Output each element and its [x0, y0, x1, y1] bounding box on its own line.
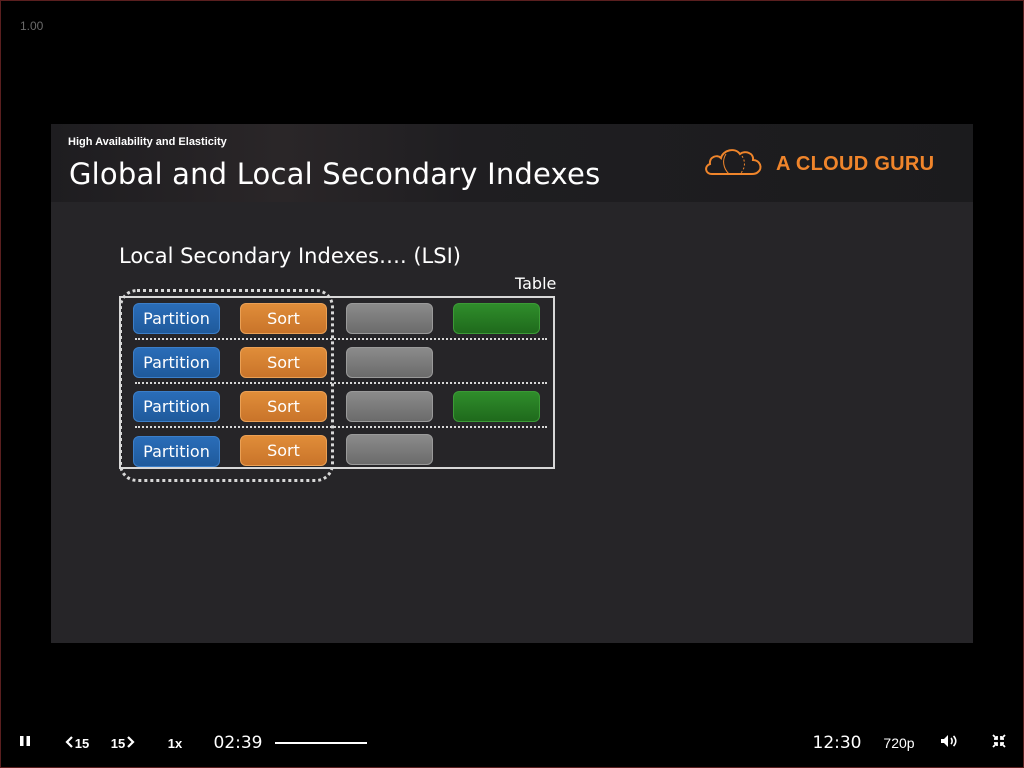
- video-slide[interactable]: High Availability and Elasticity Global …: [51, 124, 973, 643]
- progress-bar[interactable]: [275, 742, 367, 744]
- row-divider: [135, 426, 547, 428]
- sort-key-cell: Sort: [240, 391, 327, 422]
- exit-fullscreen-icon: [992, 733, 1006, 753]
- current-time: 02:39: [213, 733, 263, 753]
- chevron-left-icon: [65, 735, 74, 751]
- sort-key-cell: Sort: [240, 347, 327, 378]
- partition-key-cell: Partition: [133, 391, 220, 422]
- partition-key-cell: Partition: [133, 347, 220, 378]
- sort-key-cell: Sort: [240, 303, 327, 334]
- lsi-heading: Local Secondary Indexes…. (LSI): [119, 244, 461, 268]
- slide-header: High Availability and Elasticity Global …: [51, 124, 973, 202]
- attribute-cell: [346, 434, 433, 465]
- skip-forward-button[interactable]: 15: [108, 722, 138, 764]
- brand-name: A CLOUD GURU: [776, 152, 935, 175]
- playback-rate-overlay: 1.00: [20, 19, 44, 33]
- playback-speed-button[interactable]: 1x: [167, 735, 183, 751]
- chevron-right-icon: [126, 735, 135, 751]
- partition-key-cell: Partition: [133, 436, 220, 467]
- attribute-cell: [346, 303, 433, 334]
- volume-icon: [940, 734, 958, 753]
- exit-fullscreen-button[interactable]: [986, 722, 1012, 764]
- row-divider: [135, 382, 547, 384]
- skip-forward-label: 15: [110, 735, 126, 751]
- row-divider: [135, 338, 547, 340]
- pause-button[interactable]: [12, 722, 38, 764]
- player-controls: 15 15 1x 02:39 12:30 720p: [0, 722, 1024, 768]
- sort-key-cell: Sort: [240, 435, 327, 466]
- volume-button[interactable]: [936, 722, 962, 764]
- attribute-cell: [346, 391, 433, 422]
- cloud-icon: [702, 144, 768, 184]
- table-label: Table: [515, 274, 557, 293]
- attribute2-cell: [453, 303, 540, 334]
- skip-back-button[interactable]: 15: [62, 722, 92, 764]
- pause-icon: [19, 734, 31, 752]
- attribute-cell: [346, 347, 433, 378]
- partition-key-cell: Partition: [133, 303, 220, 334]
- slide-title: Global and Local Secondary Indexes: [69, 157, 601, 191]
- skip-back-label: 15: [74, 735, 90, 751]
- duration: 12:30: [812, 733, 862, 753]
- brand-logo: A CLOUD GURU: [702, 144, 934, 184]
- slide-kicker: High Availability and Elasticity: [68, 136, 227, 148]
- lsi-dotted-outline: [119, 289, 334, 482]
- attribute2-cell: [453, 391, 540, 422]
- quality-button[interactable]: 720p: [883, 735, 915, 751]
